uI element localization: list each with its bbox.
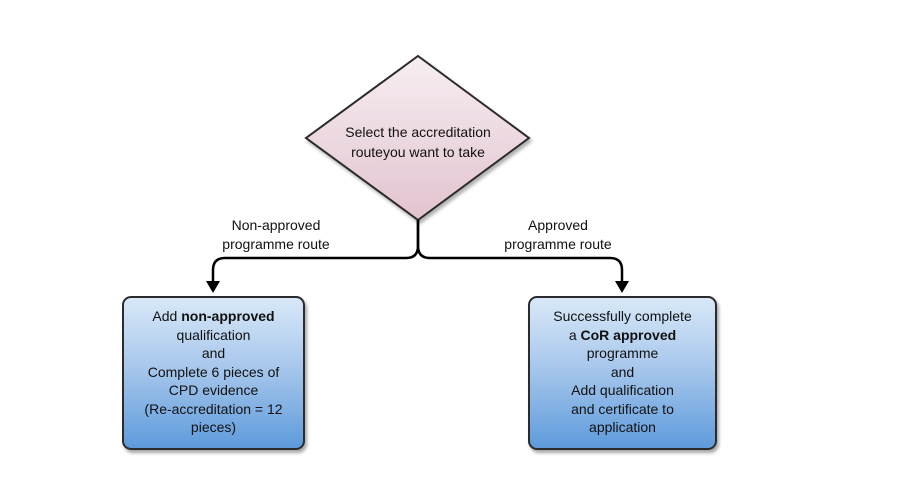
non-approved-route-box: Add non-approved qualification and Compl…	[122, 296, 305, 450]
left-box-line1: Add non-approved	[124, 307, 303, 326]
left-box-bold: non-approved	[181, 308, 275, 324]
arrowhead-left	[206, 281, 220, 293]
decision-label-line1: Select the accreditation	[345, 124, 491, 140]
route-left-line2: programme route	[222, 236, 330, 252]
left-box-line5: CPD evidence	[168, 382, 259, 398]
left-box-line3: and	[201, 345, 226, 361]
right-box-line7: application	[589, 419, 656, 435]
right-box-line2: a CoR approved	[530, 326, 715, 345]
route-right-line2: programme route	[504, 236, 612, 252]
right-box-line1: Successfully complete	[553, 308, 692, 324]
left-box-line6: (Re-accreditation = 12	[144, 400, 283, 417]
left-box-line2: qualification	[176, 326, 251, 343]
approved-route-box: Successfully complete a CoR approved pro…	[528, 296, 717, 450]
left-box-prefix: Add	[152, 308, 182, 324]
left-box-line4: Complete 6 pieces of	[147, 363, 280, 380]
decision-label: Select the accreditation routeyou want t…	[318, 122, 518, 162]
left-box-line7: pieces)	[190, 419, 237, 435]
right-box-line3: programme	[586, 345, 659, 361]
connector-right	[416, 220, 624, 282]
route-label-non-approved: Non-approved programme route	[196, 216, 356, 254]
right-box-line5: Add qualification	[571, 382, 674, 398]
route-left-line1: Non-approved	[231, 217, 321, 233]
decision-label-line2: routeyou want to take	[351, 144, 485, 160]
right-box-line6: and certificate to	[571, 400, 674, 417]
right-box-bold: CoR approved	[580, 326, 677, 343]
right-box-line4: and	[610, 363, 635, 380]
route-label-approved: Approved programme route	[478, 216, 638, 254]
arrowhead-right	[615, 281, 629, 293]
route-right-line1: Approved	[528, 217, 588, 233]
right-box-prefix: a	[568, 326, 581, 343]
